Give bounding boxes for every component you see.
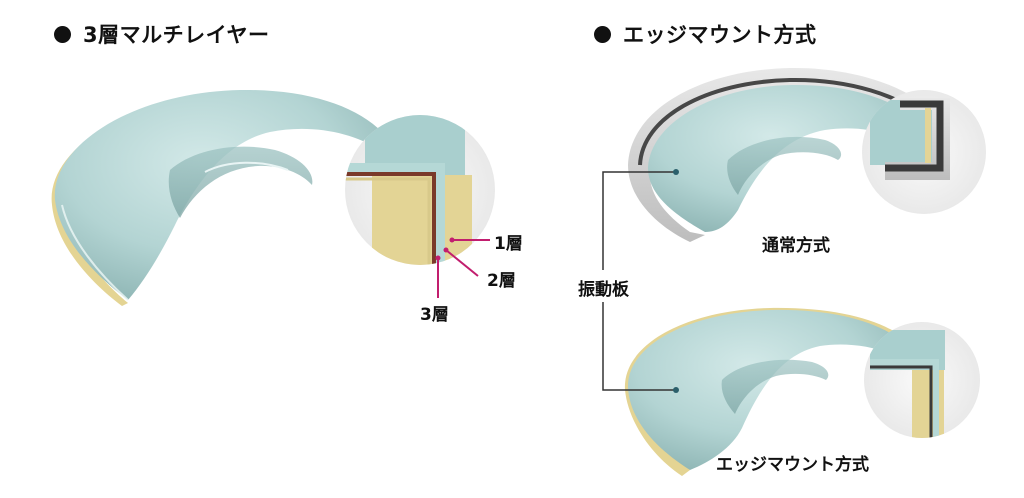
heading-multilayer: 3層マルチレイヤー: [54, 19, 269, 49]
multilayer-diaphragm: [51, 89, 385, 306]
label-layer3: 3層: [420, 305, 449, 325]
edge-mount-zoom: [864, 322, 980, 438]
label-normal-method: 通常方式: [762, 236, 830, 256]
normal-method-zoom: [862, 90, 986, 214]
edge-mount-diaphragm: [624, 307, 900, 476]
heading-multilayer-text: 3層マルチレイヤー: [83, 23, 270, 47]
label-diaphragm: 振動板: [578, 280, 629, 300]
diaphragm-bracket: [602, 171, 676, 391]
pointer-dot: [673, 169, 679, 175]
label-edge-mount-method: エッジマウント方式: [716, 455, 869, 475]
heading-edge-mount-text: エッジマウント方式: [623, 23, 817, 47]
heading-edge-mount: エッジマウント方式: [594, 19, 817, 49]
multilayer-zoom: [345, 115, 495, 298]
normal-method-diaphragm: [628, 67, 930, 243]
label-layer2: 2層: [487, 271, 516, 291]
bullet-icon: [54, 25, 71, 43]
label-layer1: 1層: [494, 234, 523, 254]
pointer-dot: [673, 387, 679, 393]
bullet-icon: [594, 25, 611, 43]
